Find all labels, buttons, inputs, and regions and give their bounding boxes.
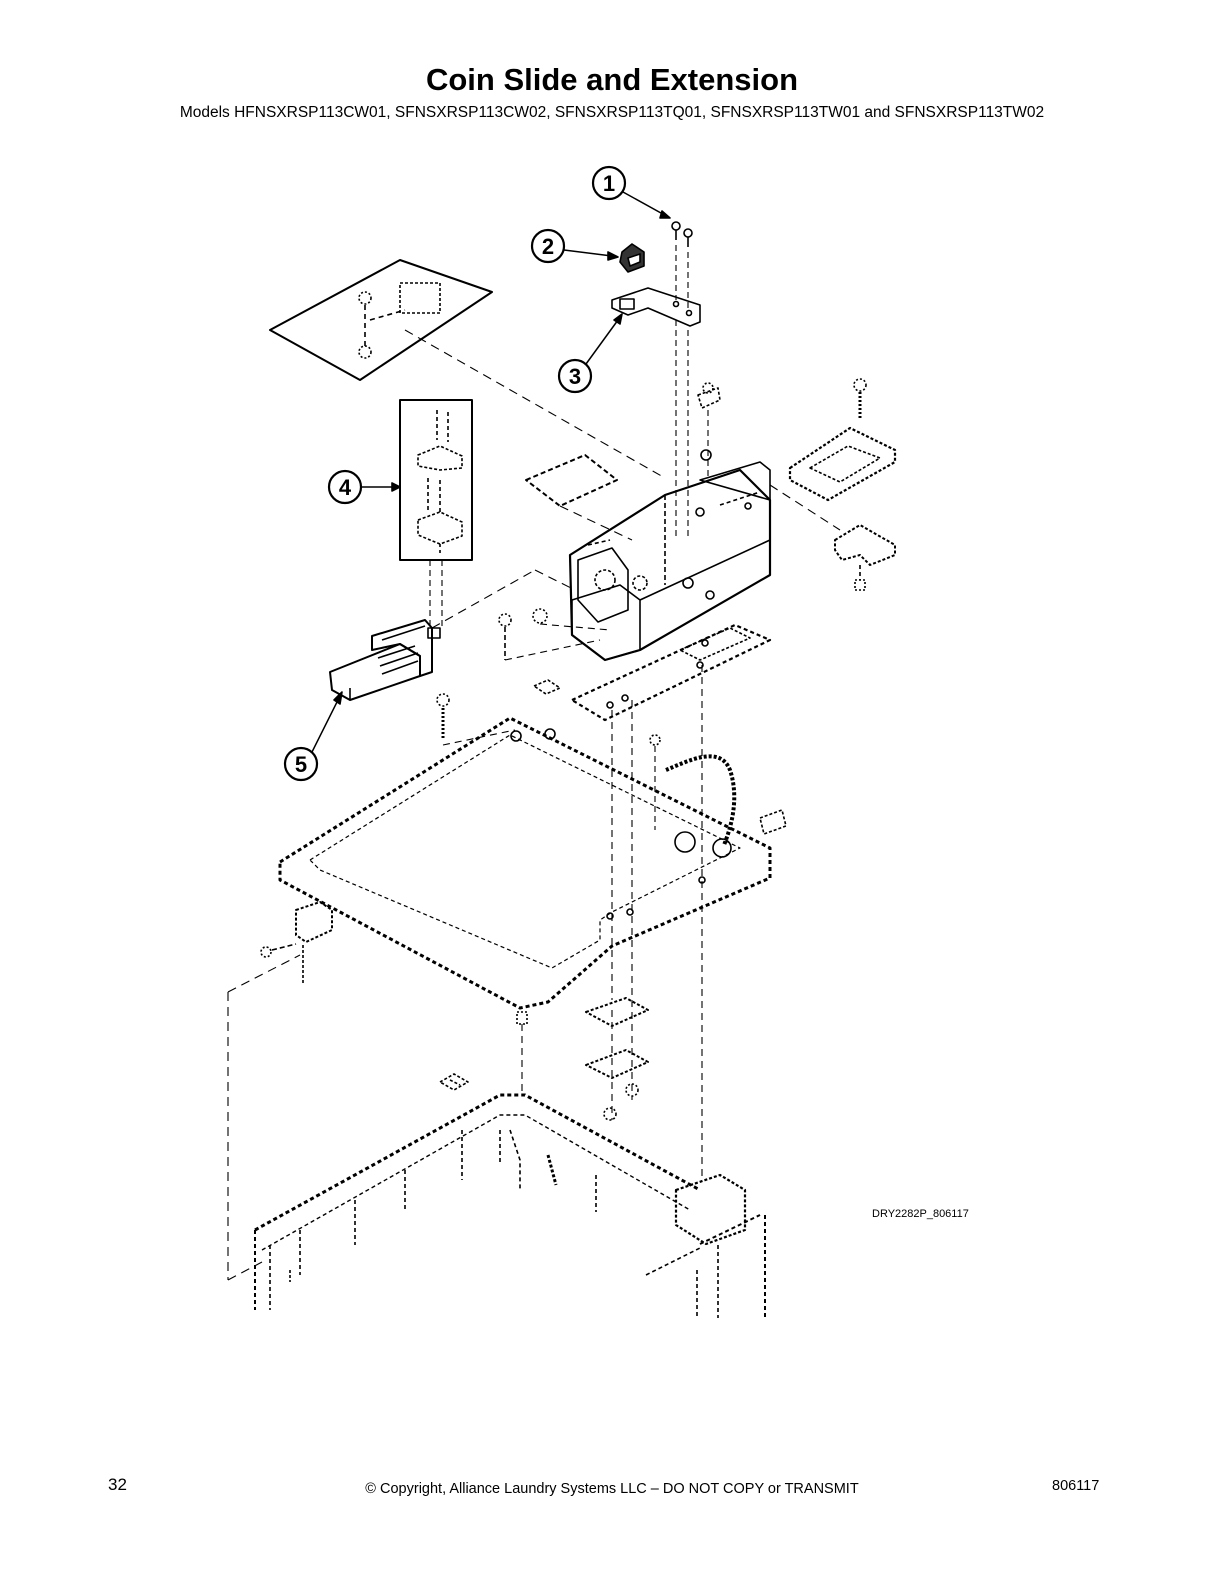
switch-item-2 bbox=[619, 243, 645, 273]
callout-2-label: 2 bbox=[542, 234, 554, 259]
callout-5-label: 5 bbox=[295, 752, 307, 777]
inset-panel bbox=[269, 259, 493, 381]
callout-1-label: 1 bbox=[603, 171, 615, 196]
figure-id: DRY2282P_806117 bbox=[872, 1208, 969, 1220]
callout-4-label: 4 bbox=[339, 475, 352, 500]
coin-slide-item-5 bbox=[329, 619, 441, 701]
document-number: 806117 bbox=[1052, 1478, 1100, 1494]
callout-3-label: 3 bbox=[569, 364, 581, 389]
callout-5 bbox=[283, 691, 343, 782]
screws-item-1 bbox=[671, 221, 693, 310]
anchor-screw bbox=[436, 693, 516, 746]
page-title: Coin Slide and Extension bbox=[425, 62, 799, 97]
inset-item-4 bbox=[399, 399, 473, 561]
left-hinge bbox=[227, 901, 333, 1280]
page-number: 32 bbox=[108, 1475, 127, 1494]
callout-4 bbox=[327, 469, 401, 505]
cabinet-frame bbox=[227, 1073, 766, 1318]
callout-3 bbox=[557, 313, 623, 394]
coin-extension-box bbox=[568, 461, 772, 662]
box-screws bbox=[498, 608, 611, 661]
base-plate bbox=[570, 623, 772, 722]
models-subtitle: Models HFNSXRSP113CW01, SFNSXRSP113CW02,… bbox=[179, 104, 1045, 121]
bracket-item-3 bbox=[611, 287, 701, 327]
callout-2 bbox=[530, 228, 619, 264]
lower-brackets bbox=[516, 997, 649, 1121]
top-panel bbox=[278, 716, 772, 1010]
wire-harness bbox=[649, 734, 787, 846]
callout-1 bbox=[591, 165, 671, 219]
right-hardware bbox=[697, 382, 721, 480]
copyright-notice: © Copyright, Alliance Laundry Systems LL… bbox=[365, 1481, 859, 1497]
right-plate bbox=[769, 378, 897, 591]
